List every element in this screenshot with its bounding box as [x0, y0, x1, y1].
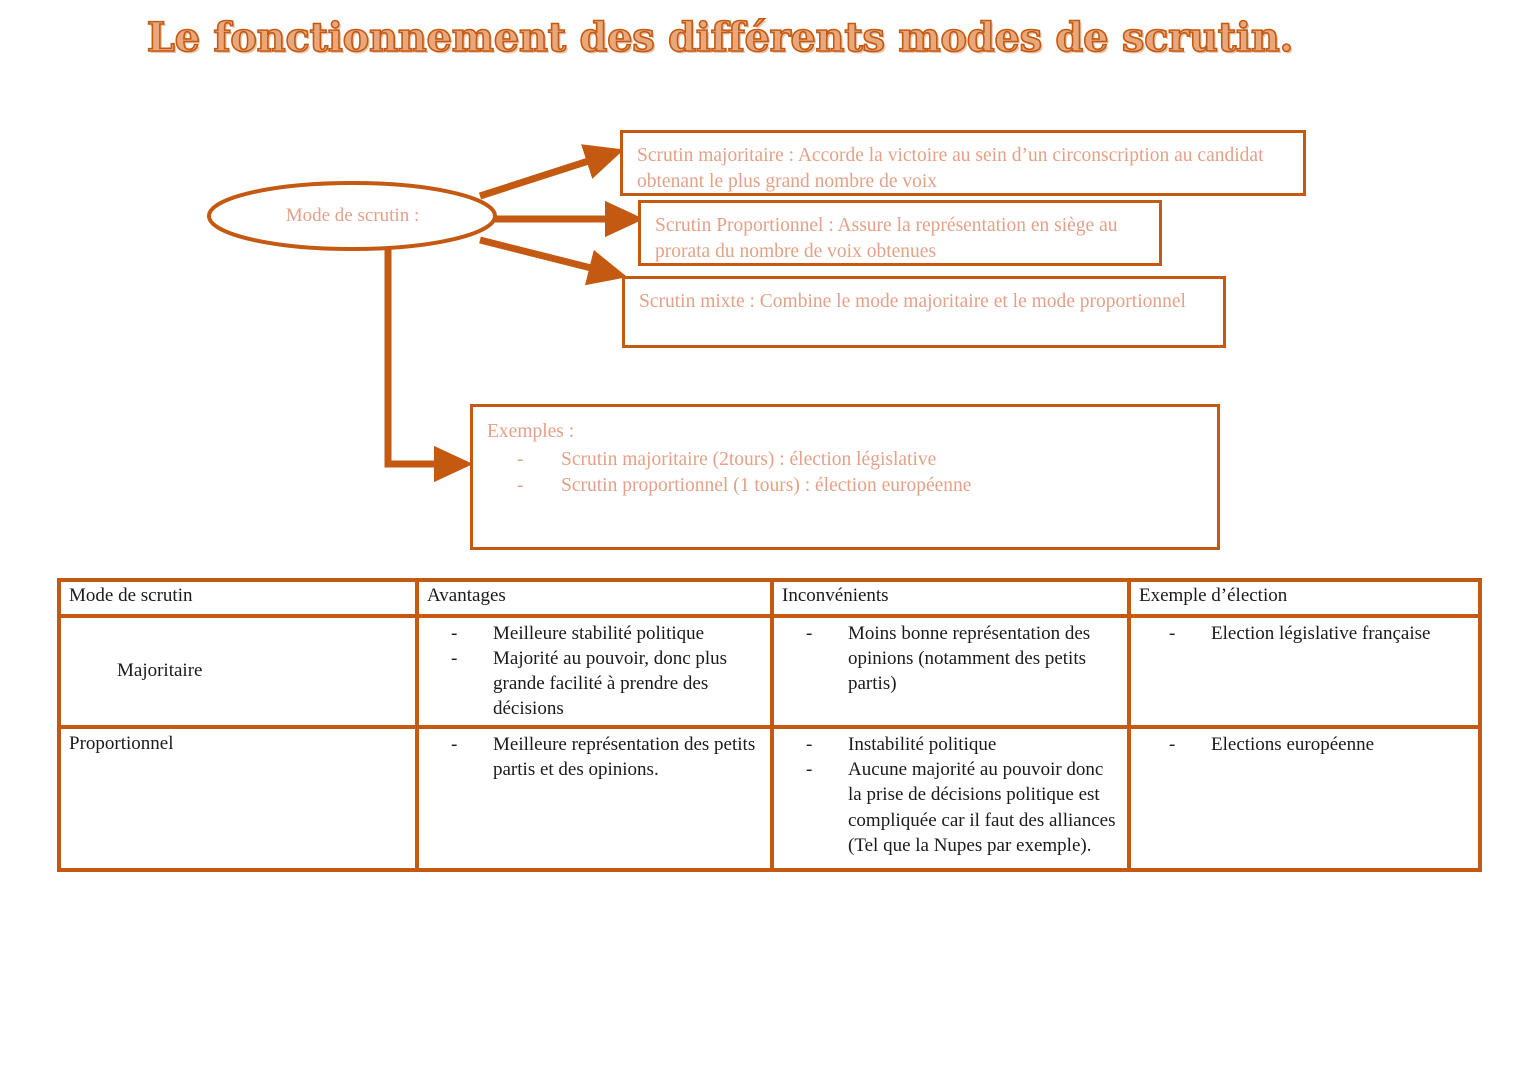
table-row: Majoritaire Meilleure stabilité politiqu… — [57, 613, 1482, 730]
root-node-ellipse — [207, 181, 497, 251]
callout-scrutin-majoritaire: Scrutin majoritaire : Accorde la victoir… — [620, 130, 1306, 196]
column-header-exemple: Exemple d’élection — [1127, 578, 1482, 618]
column-header-mode: Mode de scrutin — [57, 578, 419, 618]
exemples-list: Elections européenne — [1167, 732, 1472, 757]
exemples-list: Scrutin majoritaire (2tours) : élection … — [487, 447, 1203, 499]
inconvenients-list: Moins bonne représentation des opinions … — [804, 621, 1121, 696]
column-header-inconvenients: Inconvénients — [770, 578, 1131, 618]
column-header-avantages: Avantages — [415, 578, 774, 618]
root-node-label: Mode de scrutin : — [285, 205, 420, 226]
arrow-to-mixte — [479, 236, 628, 286]
list-item: Meilleure stabilité politique — [449, 621, 764, 646]
list-item: Meilleure représentation des petits part… — [449, 732, 764, 782]
arrow-to-examples — [384, 248, 474, 483]
cell-exemple: Elections européenne — [1127, 725, 1482, 873]
arrow-to-majoritaire — [478, 144, 624, 200]
list-item: Moins bonne représentation des opinions … — [804, 621, 1121, 696]
cell-mode: Majoritaire — [57, 613, 419, 730]
cell-inconvenients: Moins bonne représentation des opinions … — [770, 613, 1131, 730]
table-row: Proportionnel Meilleure représentation d… — [57, 725, 1482, 873]
modes-de-scrutin-table: Mode de scrutin Avantages Inconvénients … — [57, 578, 1482, 873]
list-item: Scrutin proportionnel (1 tours) : électi… — [517, 473, 1203, 499]
list-item: Election législative française — [1167, 621, 1472, 646]
list-item: Elections européenne — [1167, 732, 1472, 757]
cell-inconvenients: Instabilité politique Aucune majorité au… — [770, 725, 1131, 873]
callout-scrutin-mixte: Scrutin mixte : Combine le mode majorita… — [622, 276, 1226, 348]
cell-exemple: Election législative française — [1127, 613, 1482, 730]
list-item: Aucune majorité au pouvoir donc la prise… — [804, 757, 1121, 857]
exemples-heading: Exemples : — [487, 421, 575, 442]
avantages-list: Meilleure stabilité politique Majorité a… — [449, 621, 764, 721]
callout-exemples: Exemples : Scrutin majoritaire (2tours) … — [470, 404, 1220, 550]
exemples-list: Election législative française — [1167, 621, 1472, 646]
callout-scrutin-proportionnel: Scrutin Proportionnel : Assure la représ… — [638, 200, 1162, 266]
list-item: Majorité au pouvoir, donc plus grande fa… — [449, 646, 764, 721]
page-title: Le fonctionnement des différents modes d… — [146, 13, 1294, 62]
inconvenients-list: Instabilité politique Aucune majorité au… — [804, 732, 1121, 857]
avantages-list: Meilleure représentation des petits part… — [449, 732, 764, 782]
cell-avantages: Meilleure représentation des petits part… — [415, 725, 774, 873]
list-item: Scrutin majoritaire (2tours) : élection … — [517, 447, 1203, 473]
list-item: Instabilité politique — [804, 732, 1121, 757]
cell-mode: Proportionnel — [57, 725, 419, 873]
cell-avantages: Meilleure stabilité politique Majorité a… — [415, 613, 774, 730]
table-header-row: Mode de scrutin Avantages Inconvénients … — [57, 578, 1482, 618]
